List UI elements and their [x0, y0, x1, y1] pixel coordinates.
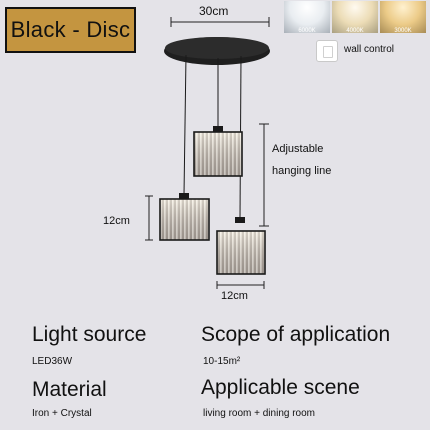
shade-height-label: 12cm	[103, 215, 130, 227]
lamp-shade-left	[159, 193, 210, 241]
wall-switch-icon	[316, 40, 338, 62]
material-value: Iron + Crystal	[32, 408, 92, 419]
disc-width-dimension	[170, 17, 270, 27]
hanging-line-label-1: Adjustable	[272, 143, 324, 155]
scope-value: 10-15m²	[203, 356, 241, 367]
disc-width-label: 30cm	[199, 4, 229, 18]
variant-badge: Black - Disc	[5, 7, 136, 53]
shade-width-label: 12cm	[221, 290, 248, 302]
light-source-heading: Light source	[32, 323, 147, 346]
lamp-shade-right	[216, 217, 266, 275]
temp-label-4000k: 4000K	[346, 28, 364, 34]
hanging-line-label: Adjustable hanging line	[272, 138, 331, 182]
light-source-value: LED36W	[32, 356, 73, 367]
lamp-shade-top	[193, 126, 243, 177]
shade-height-dimension	[145, 195, 153, 241]
scope-heading: Scope of application	[201, 323, 391, 346]
hanging-line-label-2: hanging line	[272, 165, 332, 177]
material-heading: Material	[32, 378, 107, 401]
scene-value: living room + dining room	[203, 408, 315, 419]
hanging-line-dimension	[259, 123, 269, 227]
shade-width-dimension	[216, 281, 265, 289]
temp-swatch-3000k[interactable]: 3000K	[380, 1, 426, 34]
wall-control-label: wall control	[344, 44, 395, 55]
scene-heading: Applicable scene	[201, 376, 360, 399]
temp-label-6000k: 6000K	[298, 28, 316, 34]
temp-label-3000k: 3000K	[394, 28, 412, 34]
temp-swatch-6000k[interactable]: 6000K	[284, 1, 330, 34]
temp-swatch-4000k[interactable]: 4000K	[332, 1, 378, 34]
